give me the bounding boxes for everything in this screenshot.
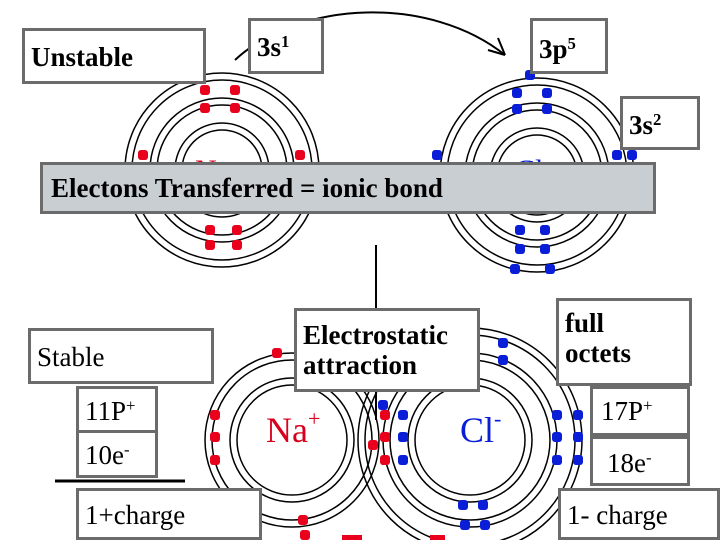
stable-label: Stable: [28, 328, 214, 384]
electron: [205, 225, 215, 235]
electron: [380, 410, 390, 420]
orbit: [204, 352, 380, 528]
electron: [515, 225, 525, 235]
electron: [230, 103, 240, 113]
electron: [573, 455, 583, 465]
orbit: [236, 384, 348, 496]
electron: [272, 348, 282, 358]
orbital-3s2-label: 3s2: [620, 96, 700, 150]
chlorine-charge: 1- charge: [558, 488, 720, 540]
sodium-top-electrons: [138, 85, 390, 250]
electron: [460, 520, 470, 530]
electron: [380, 455, 390, 465]
electron: [542, 104, 552, 114]
chlorine-proton-count: 17P+: [590, 386, 690, 436]
electron: [573, 410, 583, 420]
electron: [480, 520, 490, 530]
electron: [552, 410, 562, 420]
electron: [545, 264, 555, 274]
chlorine-ion-symbol: Cl-: [460, 406, 501, 450]
electron: [510, 264, 520, 274]
sodium-proton-count: 11P+: [76, 386, 158, 434]
orbital-3s1-label: 3s1: [248, 18, 324, 74]
orbital-3p5-label: 3p5: [530, 18, 608, 74]
electron: [300, 530, 310, 540]
electron: [612, 150, 622, 160]
electron: [210, 455, 220, 465]
electron: [498, 355, 508, 365]
ionic-bond-banner: Electons Transferred = ionic bond: [40, 162, 656, 214]
electron: [458, 500, 468, 510]
electron: [515, 244, 525, 254]
electron: [232, 225, 242, 235]
electron: [573, 432, 583, 442]
electron: [205, 240, 215, 250]
electron: [380, 432, 390, 442]
electron: [498, 338, 508, 348]
electron: [627, 150, 637, 160]
electron: [138, 150, 148, 160]
unstable-label: Unstable: [22, 28, 206, 84]
sodium-ion-symbol: Na+: [266, 406, 320, 450]
red-mark: [342, 535, 362, 540]
electron: [398, 410, 408, 420]
electron: [232, 240, 242, 250]
sodium-charge: 1+charge: [76, 488, 262, 540]
electron: [512, 88, 522, 98]
electron: [512, 104, 522, 114]
electron: [200, 85, 210, 95]
orbit: [229, 377, 355, 503]
red-mark: [430, 535, 445, 540]
electron: [540, 225, 550, 235]
electron: [478, 500, 488, 510]
electron: [432, 150, 442, 160]
electron: [398, 432, 408, 442]
chlorine-ion-electrons: [378, 338, 583, 530]
electron: [295, 150, 305, 160]
electron: [540, 244, 550, 254]
electron: [298, 515, 308, 525]
electron: [552, 432, 562, 442]
electron: [378, 400, 388, 410]
electron: [552, 455, 562, 465]
electron: [398, 455, 408, 465]
electron: [210, 410, 220, 420]
electron: [200, 103, 210, 113]
sodium-electron-count: 10e-: [76, 430, 158, 478]
chlorine-electron-count: 18e-: [590, 436, 690, 486]
electron: [542, 88, 552, 98]
electron: [230, 85, 240, 95]
electron: [368, 440, 378, 450]
electron: [210, 432, 220, 442]
transfer-arrowhead: [487, 37, 506, 56]
sodium-ion-electrons: [210, 348, 390, 540]
